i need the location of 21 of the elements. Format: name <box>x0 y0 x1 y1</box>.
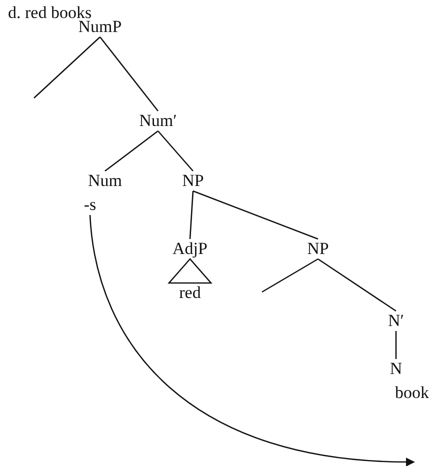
tree-node-label: Num <box>88 172 122 190</box>
tree-node-label: N <box>390 360 402 378</box>
tree-node-label: Num′ <box>139 112 177 130</box>
tree-branch <box>34 36 100 98</box>
tree-branch <box>99 36 159 112</box>
tree-node-label: NP <box>182 172 204 190</box>
tree-node-label: N′ <box>388 312 404 330</box>
tree-node-label: red <box>179 284 201 302</box>
movement-arrow <box>89 214 415 466</box>
tree-node-label: -s <box>84 196 96 214</box>
tree-node-label: book <box>395 384 429 402</box>
tree-branch <box>158 130 194 172</box>
tree-node-label: NP <box>307 240 329 258</box>
roof-triangle <box>168 258 212 284</box>
tree-branch <box>189 190 194 240</box>
tree-branch <box>192 190 318 240</box>
tree-branch <box>318 258 396 312</box>
tree-node-label: AdjP <box>172 240 208 258</box>
tree-branch <box>262 258 318 293</box>
tree-branch <box>395 331 397 359</box>
tree-branch <box>104 130 158 172</box>
